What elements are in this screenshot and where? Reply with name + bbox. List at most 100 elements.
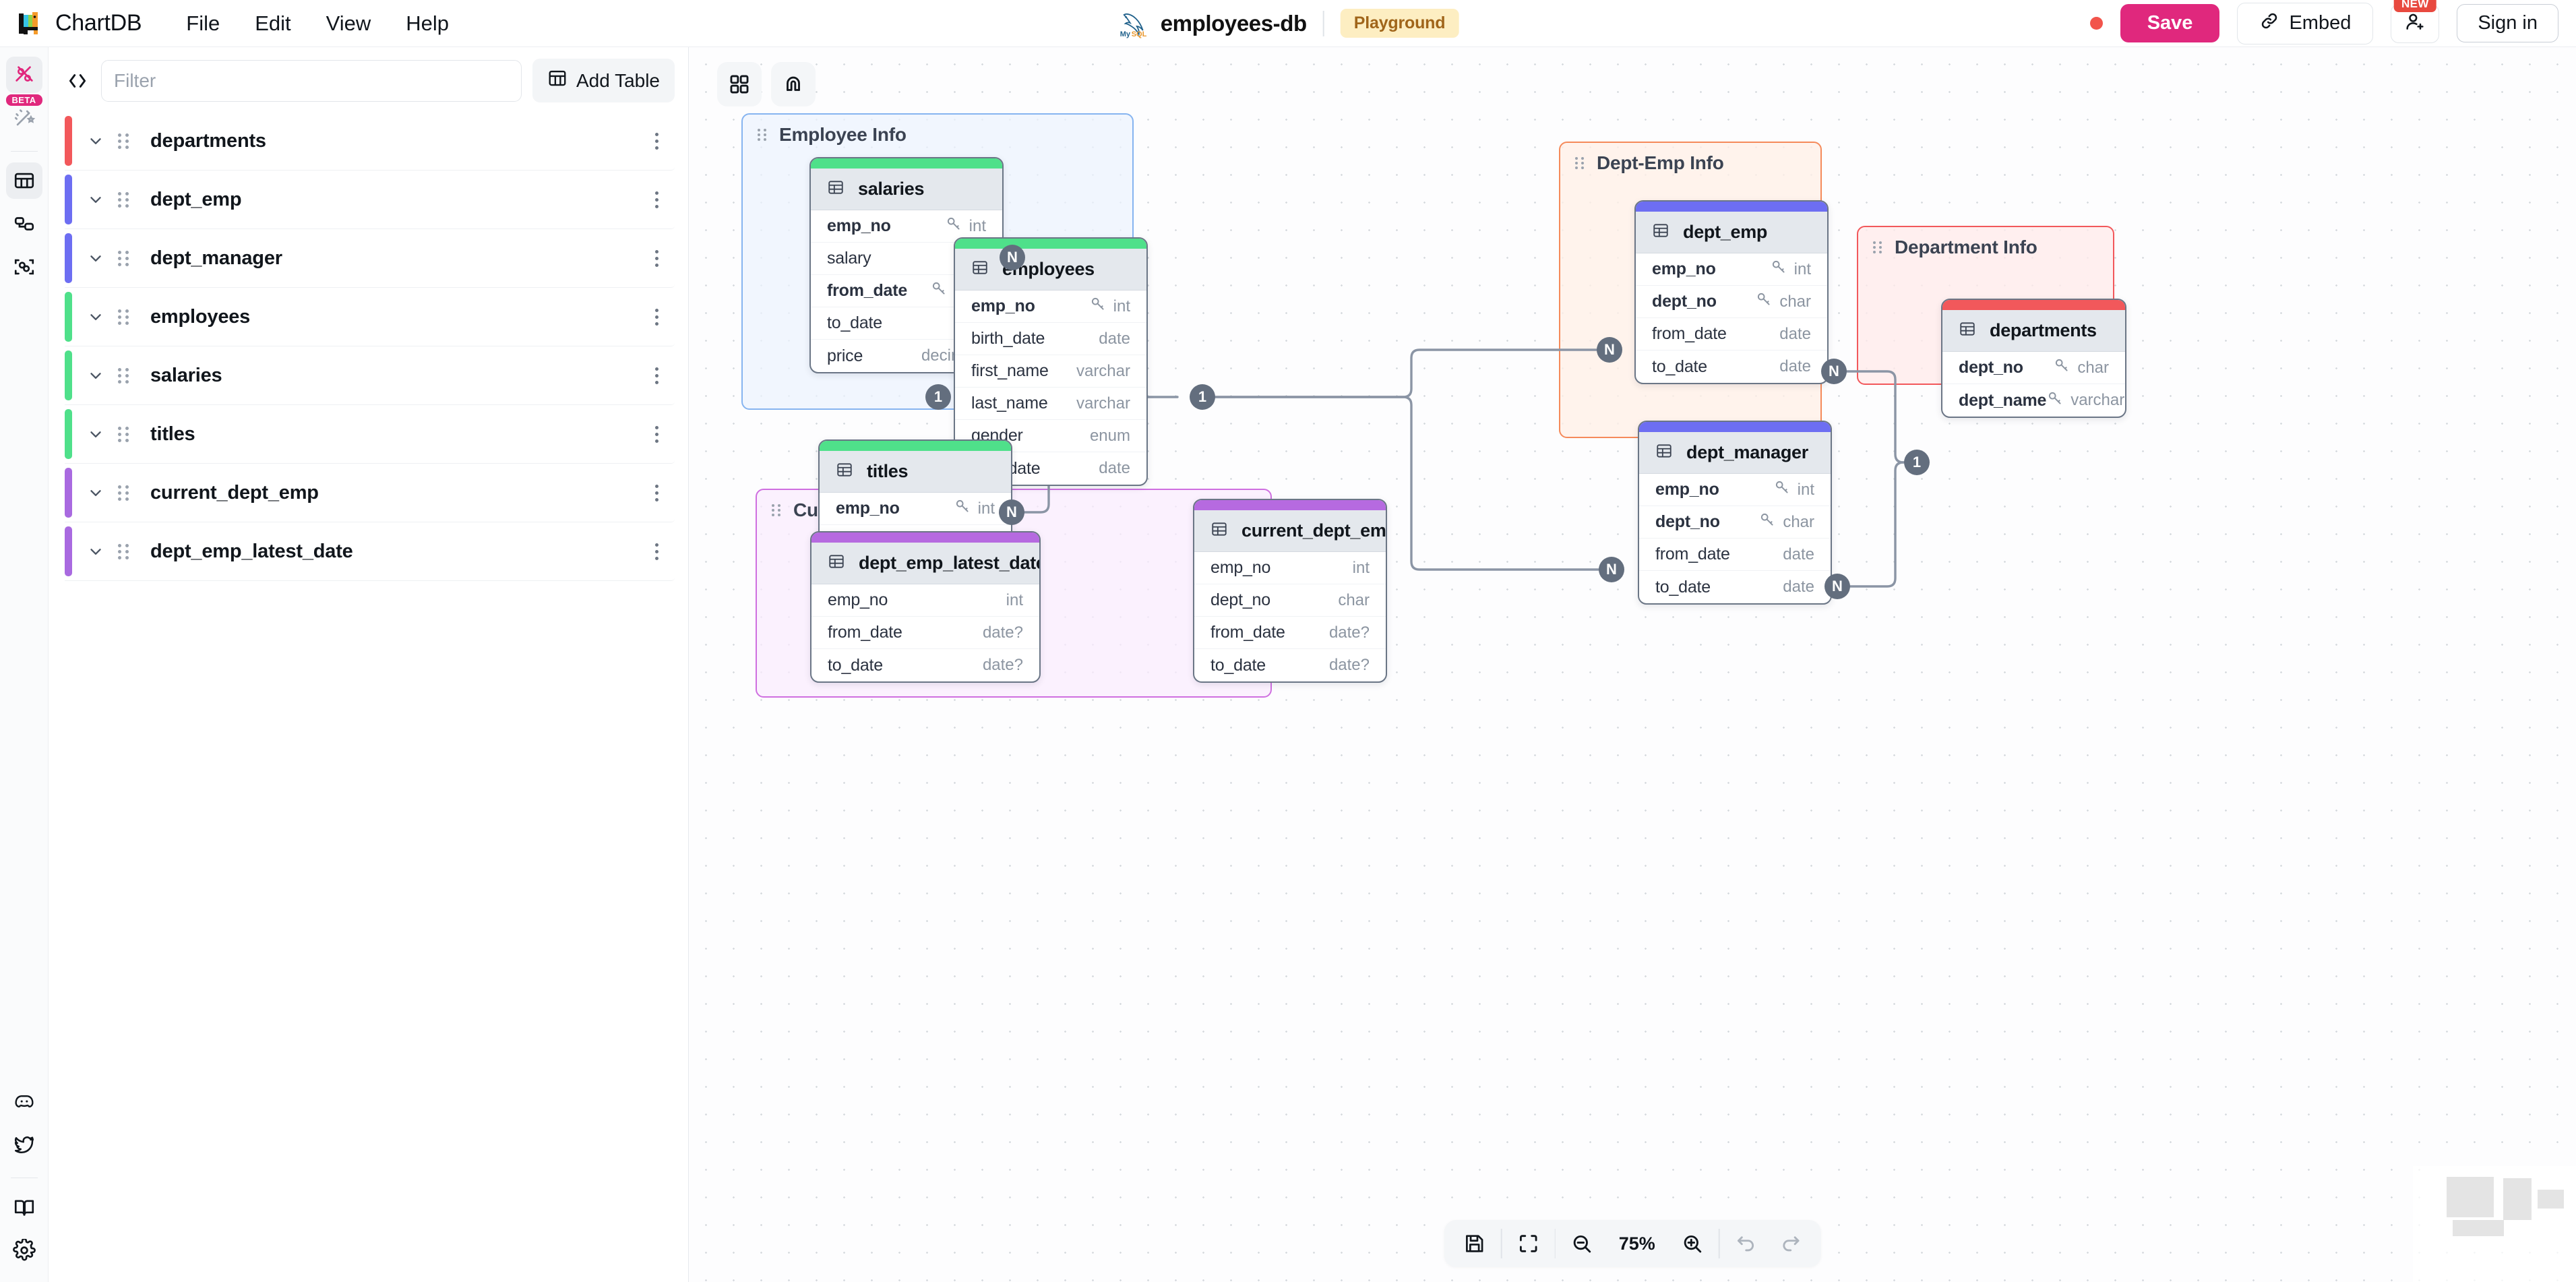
- menu-help[interactable]: Help: [406, 11, 450, 35]
- table-list-item[interactable]: current_dept_emp: [65, 464, 675, 522]
- grid-toggle-icon[interactable]: [717, 62, 762, 106]
- drag-handle-icon[interactable]: [758, 129, 770, 141]
- zoom-in-icon[interactable]: [1670, 1226, 1715, 1261]
- drag-handle-icon[interactable]: [1575, 157, 1587, 169]
- menu-file[interactable]: File: [186, 11, 220, 35]
- zoom-level-label[interactable]: 75%: [1618, 1233, 1655, 1254]
- redo-icon[interactable]: [1768, 1226, 1812, 1261]
- table-node-header[interactable]: dept_emp_latest_date: [811, 543, 1039, 584]
- docs-book-icon[interactable]: [6, 1189, 42, 1225]
- table-options-icon[interactable]: [648, 126, 665, 156]
- table-options-icon[interactable]: [648, 537, 665, 567]
- table-list-item[interactable]: dept_emp: [65, 171, 675, 229]
- drag-handle-icon[interactable]: [118, 309, 133, 325]
- drag-handle-icon[interactable]: [118, 250, 133, 266]
- table-options-icon[interactable]: [648, 243, 665, 274]
- drag-handle-icon[interactable]: [118, 367, 133, 384]
- table-node-header[interactable]: departments: [1942, 310, 2125, 352]
- table-options-icon[interactable]: [648, 478, 665, 508]
- table-options-icon[interactable]: [648, 185, 665, 215]
- magic-wand-icon[interactable]: BETA: [5, 94, 42, 136]
- minimap[interactable]: [2413, 1166, 2576, 1282]
- table-node-header[interactable]: titles: [820, 451, 1011, 493]
- table-node-header[interactable]: employees: [955, 249, 1146, 291]
- chevron-down-icon[interactable]: [87, 249, 104, 267]
- table-list-item[interactable]: dept_manager: [65, 229, 675, 288]
- chevron-down-icon[interactable]: [87, 543, 104, 560]
- sign-in-button[interactable]: Sign in: [2457, 4, 2558, 42]
- table-list-item[interactable]: departments: [65, 112, 675, 171]
- discord-icon[interactable]: [6, 1083, 42, 1120]
- code-toggle-icon[interactable]: [65, 68, 90, 94]
- save-diagram-icon[interactable]: [1452, 1226, 1497, 1261]
- filter-input[interactable]: [101, 59, 522, 102]
- chevron-down-icon[interactable]: [87, 367, 104, 384]
- table-options-icon[interactable]: [648, 419, 665, 450]
- fit-to-screen-icon[interactable]: [1506, 1226, 1550, 1261]
- chevron-down-icon[interactable]: [87, 425, 104, 443]
- drag-handle-icon[interactable]: [118, 543, 133, 559]
- table-list-item[interactable]: salaries: [65, 346, 675, 405]
- menu-edit[interactable]: Edit: [255, 11, 291, 35]
- menu-view[interactable]: View: [326, 11, 371, 35]
- dependencies-icon[interactable]: [6, 249, 42, 285]
- chevron-down-icon[interactable]: [87, 308, 104, 326]
- table-options-icon[interactable]: [648, 302, 665, 332]
- twitter-icon[interactable]: [6, 1126, 42, 1163]
- chevron-down-icon[interactable]: [87, 191, 104, 208]
- table-node-header[interactable]: dept_manager: [1639, 432, 1831, 474]
- drag-handle-icon[interactable]: [118, 485, 133, 501]
- add-table-button[interactable]: Add Table: [532, 59, 675, 102]
- magnet-snap-icon[interactable]: [771, 62, 816, 106]
- drag-handle-icon[interactable]: [1873, 241, 1885, 253]
- diagram-title[interactable]: employees-db: [1160, 10, 1308, 36]
- drag-handle-icon[interactable]: [118, 191, 133, 208]
- table-node-header[interactable]: salaries: [811, 169, 1002, 210]
- undo-icon[interactable]: [1723, 1226, 1768, 1261]
- drag-handle-icon[interactable]: [772, 504, 784, 516]
- chevron-down-icon[interactable]: [87, 484, 104, 501]
- chevron-down-icon[interactable]: [87, 132, 104, 150]
- tables-icon[interactable]: [5, 162, 42, 199]
- table-options-icon[interactable]: [648, 361, 665, 391]
- drag-handle-icon[interactable]: [118, 133, 133, 149]
- settings-gear-icon[interactable]: [6, 1232, 42, 1269]
- table-list-item[interactable]: employees: [65, 288, 675, 346]
- drag-handle-icon[interactable]: [118, 426, 133, 442]
- embed-button[interactable]: Embed: [2237, 2, 2374, 44]
- zoom-out-icon[interactable]: [1560, 1226, 1604, 1261]
- table-node-header[interactable]: dept_emp: [1636, 212, 1827, 253]
- table-list-item[interactable]: titles: [65, 405, 675, 464]
- table-list-item[interactable]: dept_emp_latest_date: [65, 522, 675, 581]
- save-button[interactable]: Save: [2120, 4, 2220, 42]
